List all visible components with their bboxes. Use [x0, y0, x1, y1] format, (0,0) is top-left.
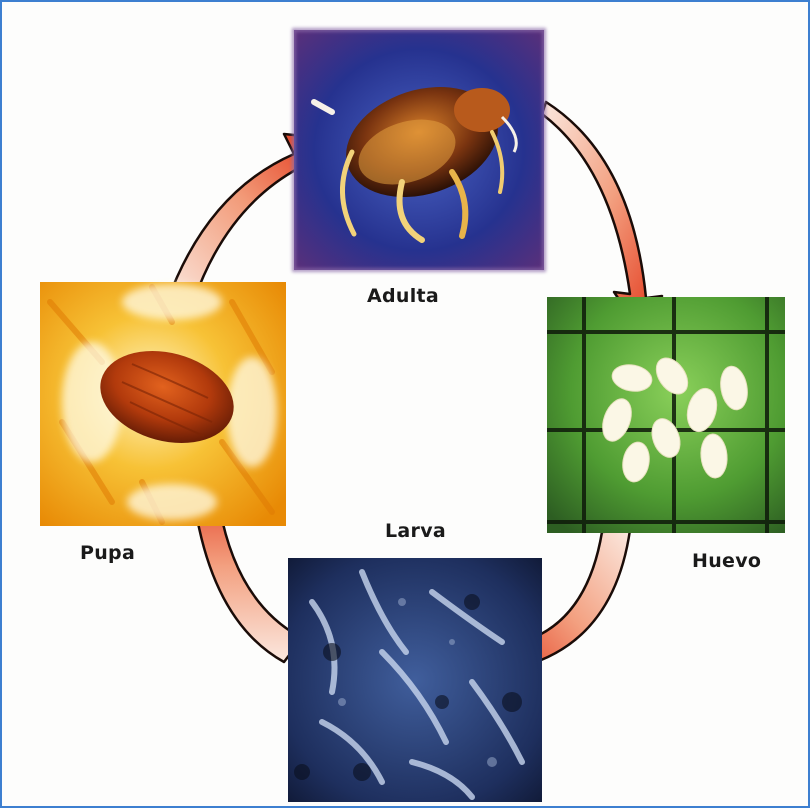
- arrow-adult-to-egg: [542, 102, 662, 328]
- stage-label-adult: Adulta: [367, 285, 439, 307]
- stage-label-egg: Huevo: [692, 550, 761, 572]
- egg-photo: [547, 297, 785, 533]
- stage-label-larva: Larva: [385, 520, 446, 542]
- adult-flea-photo: [294, 30, 544, 270]
- pupa-photo: [40, 282, 286, 526]
- larva-photo: [288, 558, 542, 802]
- stage-label-pupa: Pupa: [80, 542, 135, 564]
